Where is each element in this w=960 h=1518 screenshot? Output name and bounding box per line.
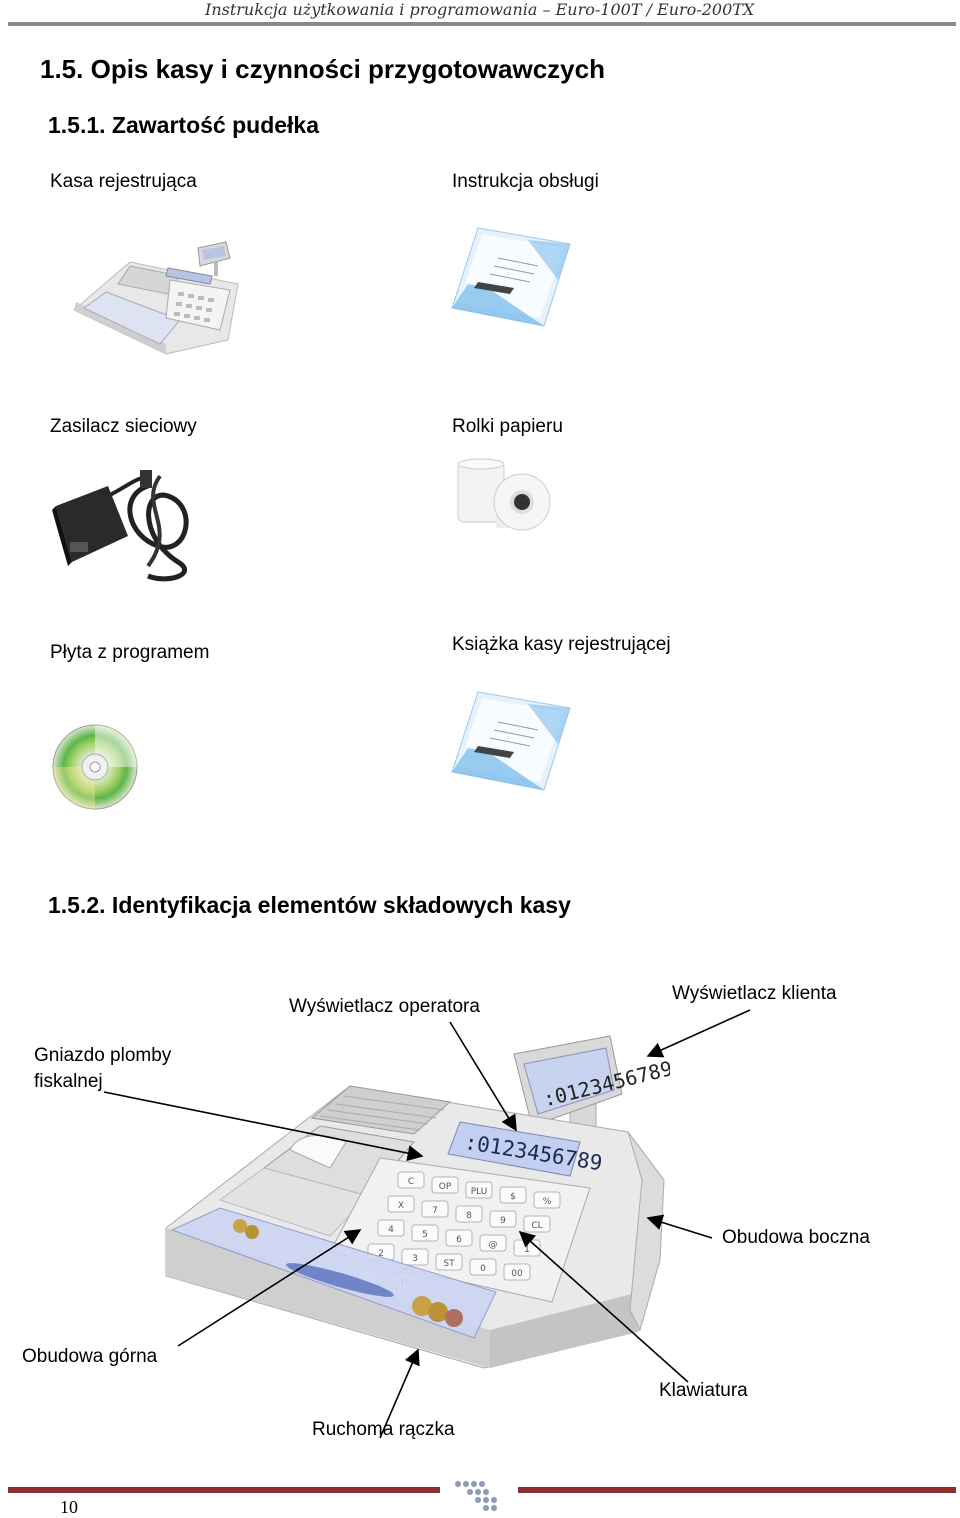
label-client-display: Wyświetlacz klienta [672, 981, 837, 1007]
header-rule [8, 22, 956, 26]
subsection-title-ident: 1.5.2. Identyfikacja elementów składowyc… [48, 892, 571, 919]
item-label-cd: Płyta z programem [50, 642, 209, 664]
cd-disc-image [50, 722, 140, 812]
running-header: Instrukcja użytkowania i programowania –… [205, 0, 754, 19]
label-side-cover: Obudowa boczna [722, 1225, 870, 1251]
label-keyboard: Klawiatura [659, 1378, 748, 1404]
page-number: 10 [60, 1497, 78, 1518]
elcom-logo-icon [452, 1478, 508, 1514]
item-label-paper-rolls: Rolki papieru [452, 416, 563, 438]
item-label-register-book: Książka kasy rejestrującej [452, 634, 671, 656]
paper-rolls-image [452, 456, 558, 546]
label-handle: Ruchoma rączka [312, 1417, 455, 1443]
item-label-power-adapter: Zasilacz sieciowy [50, 416, 197, 438]
label-top-cover: Obudowa górna [22, 1344, 157, 1370]
register-book-image [448, 688, 572, 792]
power-adapter-image [48, 466, 206, 584]
subsection-title-box: 1.5.1. Zawartość pudełka [48, 112, 319, 139]
cash-register-thumbnail [70, 238, 242, 356]
callout-arrows [0, 950, 960, 1450]
manual-booklet-image [448, 224, 572, 328]
item-label-manual: Instrukcja obsługi [452, 171, 599, 193]
item-label-register: Kasa rejestrująca [50, 171, 197, 193]
label-operator-display: Wyświetlacz operatora [289, 994, 480, 1020]
footer-rule-right [518, 1487, 956, 1493]
section-title: 1.5. Opis kasy i czynności przygotowawcz… [40, 54, 605, 85]
footer-rule-left [8, 1487, 440, 1493]
label-fiscal-seal: Gniazdo plomby fiskalnej [34, 1043, 171, 1095]
